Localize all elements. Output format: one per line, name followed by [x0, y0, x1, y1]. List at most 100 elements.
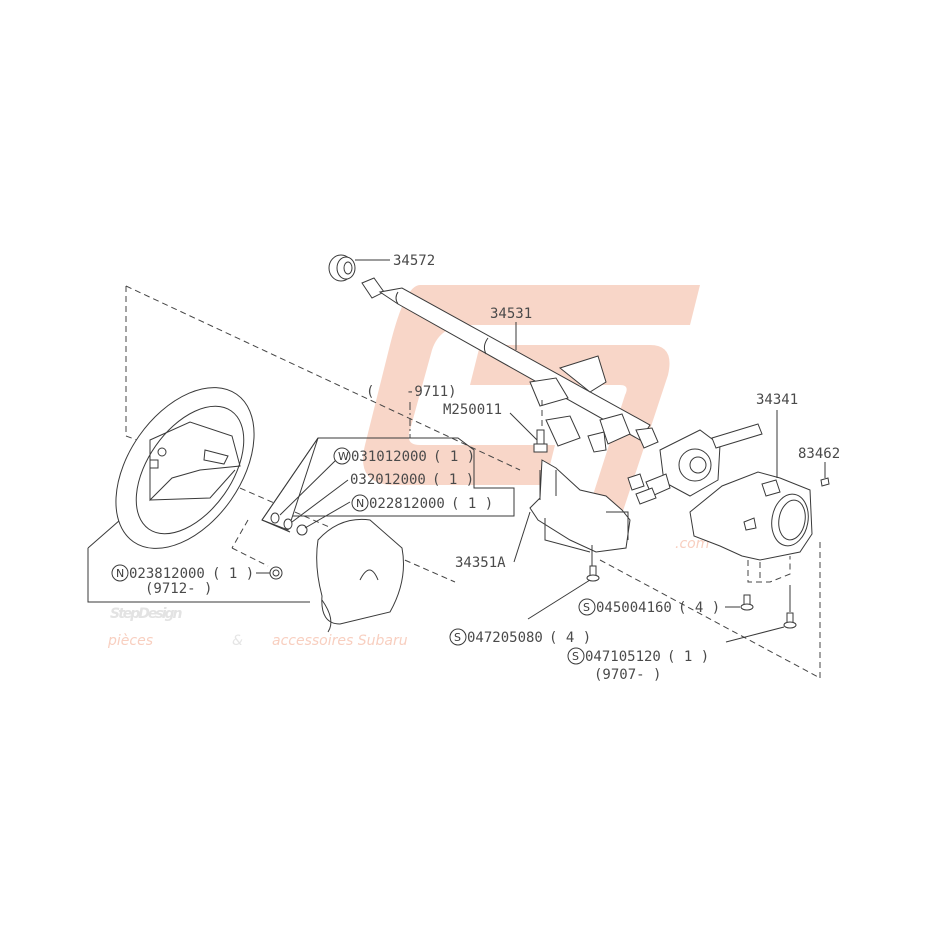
- part-label: W: [338, 450, 349, 463]
- part-label: S: [583, 601, 590, 614]
- drawing-stroke: [336, 256, 356, 280]
- drawing-stroke: [87, 548, 310, 603]
- part-number-34531: 34531: [490, 306, 532, 322]
- screw-047205080: S 047205080 ( 4 ): [449, 565, 600, 646]
- drawing-stroke: [529, 377, 569, 407]
- column-shaft-34531: 34531: [361, 277, 659, 453]
- watermark-tagline-right: accessoires Subaru: [272, 633, 408, 649]
- watermark-domain: .com: [675, 536, 709, 552]
- drawing-stroke: [261, 519, 291, 533]
- drawing-stroke: [635, 487, 657, 505]
- drawing-stroke: [361, 277, 385, 299]
- part-label: 047105120: [585, 649, 661, 665]
- drawing-stroke: [333, 447, 351, 465]
- drawing-stroke: [627, 473, 645, 491]
- drawing-stroke: [270, 512, 280, 524]
- part-number-83462: 83462: [798, 446, 840, 462]
- drawing-stroke: [149, 459, 159, 469]
- drawing-stroke: [544, 518, 591, 553]
- drawing-stroke: [558, 355, 607, 393]
- drawing-stroke: [283, 437, 515, 517]
- part-label: ( 1 ): [212, 566, 254, 582]
- part-label: ( 1 ): [433, 449, 475, 465]
- part-label: ( 1 ): [667, 649, 709, 665]
- part-label: 023812000: [129, 566, 205, 582]
- drawing-stroke: [304, 501, 351, 529]
- drawing-stroke: [125, 285, 521, 471]
- washer-031012000: W 031012000 ( 1 ): [333, 447, 475, 465]
- drawing-stroke: [761, 479, 781, 497]
- part-label: ( 1 ): [451, 496, 493, 512]
- drawing-stroke: [231, 547, 269, 567]
- drawing-stroke: [87, 519, 121, 549]
- hardware-group-box: W 031012000 ( 1 ) 032012000 ( 1 ) N 0228…: [261, 437, 515, 536]
- drawing-stroke: [395, 291, 399, 305]
- drawing-stroke: [711, 423, 763, 449]
- drawing-stroke: [184, 463, 456, 583]
- drawing-stroke: [783, 621, 797, 629]
- drawing-stroke: [343, 261, 353, 275]
- part-label: (9707- ): [594, 667, 661, 683]
- drawing-stroke: [509, 412, 538, 441]
- nut-022812000: N 022812000 ( 1 ): [351, 494, 493, 512]
- drawing-stroke: [725, 626, 785, 643]
- date-range-open: (: [366, 384, 374, 400]
- drawing-stroke: [743, 517, 757, 531]
- drawing-stroke: [533, 443, 548, 453]
- drawing-stroke: [599, 413, 631, 445]
- part-number-M250011: M250011: [443, 402, 502, 418]
- drawing-stroke: [567, 647, 585, 665]
- drawing-stroke: [279, 459, 337, 516]
- drawing-stroke: [678, 448, 712, 482]
- watermark: StepDesign .com pièces & accessoires Sub…: [107, 285, 709, 649]
- part-label: 047205080: [467, 630, 543, 646]
- drawing-stroke: [111, 564, 129, 582]
- drawing-stroke: [529, 459, 631, 553]
- drawing-stroke: [351, 494, 369, 512]
- drawing-stroke: [321, 599, 332, 633]
- drawing-stroke: [483, 337, 489, 355]
- drawing-stroke: [586, 574, 600, 582]
- drawing-stroke: [449, 628, 467, 646]
- screw-045004160: S 045004160 ( 4 ): [578, 594, 754, 616]
- part-label: ( 1 ): [432, 472, 474, 488]
- date-range-pre-9711: ( -9711): [366, 384, 457, 438]
- upper-cover-34341: 34341: [689, 392, 813, 583]
- part-label: 045004160: [596, 600, 672, 616]
- drawing-stroke: [283, 518, 293, 530]
- drawing-stroke: [778, 499, 806, 541]
- drawing-stroke: [587, 431, 607, 453]
- drawing-stroke: [606, 511, 629, 540]
- drawing-stroke: [536, 429, 545, 445]
- part-label: N: [116, 567, 124, 580]
- date-range-value: -9711): [406, 384, 457, 400]
- part-number-34351A: 34351A: [455, 555, 506, 571]
- watermark-logo: [363, 285, 700, 520]
- drawing-stroke: [513, 511, 531, 563]
- drawing-stroke: [527, 579, 591, 620]
- drawing-stroke: [203, 449, 229, 465]
- steering-wheel: [115, 387, 255, 549]
- drawing-stroke: [149, 421, 241, 502]
- drawing-stroke: [269, 566, 283, 580]
- drawing-stroke: [689, 456, 707, 474]
- watermark-brand: StepDesign: [110, 606, 183, 622]
- drawing-stroke: [470, 345, 670, 520]
- drawing-stroke: [635, 427, 659, 449]
- watermark-tagline-left: pièces: [107, 633, 153, 649]
- part-number-34572: 34572: [393, 253, 435, 269]
- drawing-stroke: [125, 286, 149, 445]
- part-label: 032012000: [350, 472, 426, 488]
- part-label: ( 4 ): [549, 630, 591, 646]
- bolt-M250011: M250011: [443, 400, 548, 453]
- combination-switch: [627, 423, 763, 505]
- part-label: (9712- ): [145, 581, 212, 597]
- part-label: S: [454, 631, 461, 644]
- nut-023812000: N 023812000 ( 1 ) (9712- ): [111, 519, 283, 597]
- drawing-stroke: [296, 524, 308, 536]
- drawing-stroke: [272, 569, 280, 577]
- drawing-stroke: [578, 598, 596, 616]
- seal-34572: 34572: [328, 253, 435, 282]
- part-label: S: [572, 650, 579, 663]
- clip-83462: 83462: [798, 446, 840, 487]
